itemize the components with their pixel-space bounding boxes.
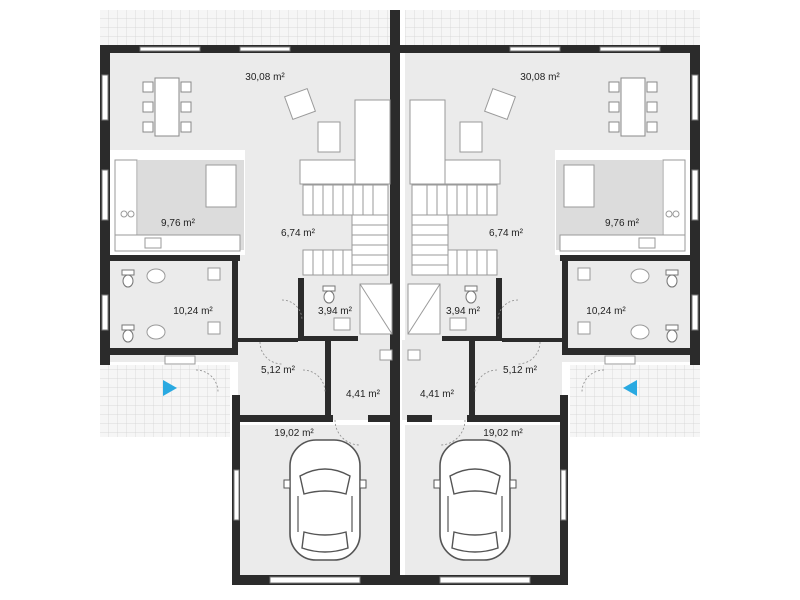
left-bath-toilet2-icon [121,324,135,343]
right-dining-table [608,77,658,137]
left-entry-area: 5,12 m² [261,365,296,376]
left-hall-area: 6,74 m² [281,228,316,239]
left-entrance-arrow-icon [163,380,177,396]
left-garage-area: 19,02 m² [274,428,314,439]
left-wc-toilet-icon [322,285,336,304]
left-sofa [283,87,391,185]
right-bath-toilet-icon [665,269,679,288]
left-entry-step [164,355,196,365]
left-wc-area: 3,94 m² [318,306,353,317]
right-bath-area: 10,24 m² [586,306,626,317]
right-kitchen-counter [559,159,686,252]
left-unit [100,10,400,585]
left-bath-toilet-icon [121,269,135,288]
left-kitchen-counter [114,159,241,252]
left-utility-area: 4,41 m² [346,389,381,400]
right-unit [400,10,700,585]
right-entry-area: 5,12 m² [503,365,538,376]
left-entry-terrace [100,365,230,437]
left-living-area: 30,08 m² [245,72,285,83]
right-stairs-icon [411,184,498,276]
right-entry-terrace [570,365,700,437]
left-bath-sink [146,268,166,284]
right-garage-area: 19,02 m² [483,428,523,439]
right-sofa [409,87,517,185]
right-living-area: 30,08 m² [520,72,560,83]
left-kitchen-area: 9,76 m² [161,218,196,229]
room-labels: 30,08 m² 30,08 m² 9,76 m² 9,76 m² 6,74 m… [161,72,640,439]
right-wc-area: 3,94 m² [446,306,481,317]
right-wc-toilet-icon [464,285,478,304]
right-car-icon [433,439,517,561]
right-entrance-arrow-icon [623,380,637,396]
left-car-icon [283,439,367,561]
right-hall-area: 6,74 m² [489,228,524,239]
right-utility-area: 4,41 m² [420,389,455,400]
left-stairs-icon [302,184,389,276]
left-bath-area: 10,24 m² [173,306,213,317]
right-kitchen-area: 9,76 m² [605,218,640,229]
right-bath-toilet2-icon [665,324,679,343]
left-dining-table [142,77,192,137]
